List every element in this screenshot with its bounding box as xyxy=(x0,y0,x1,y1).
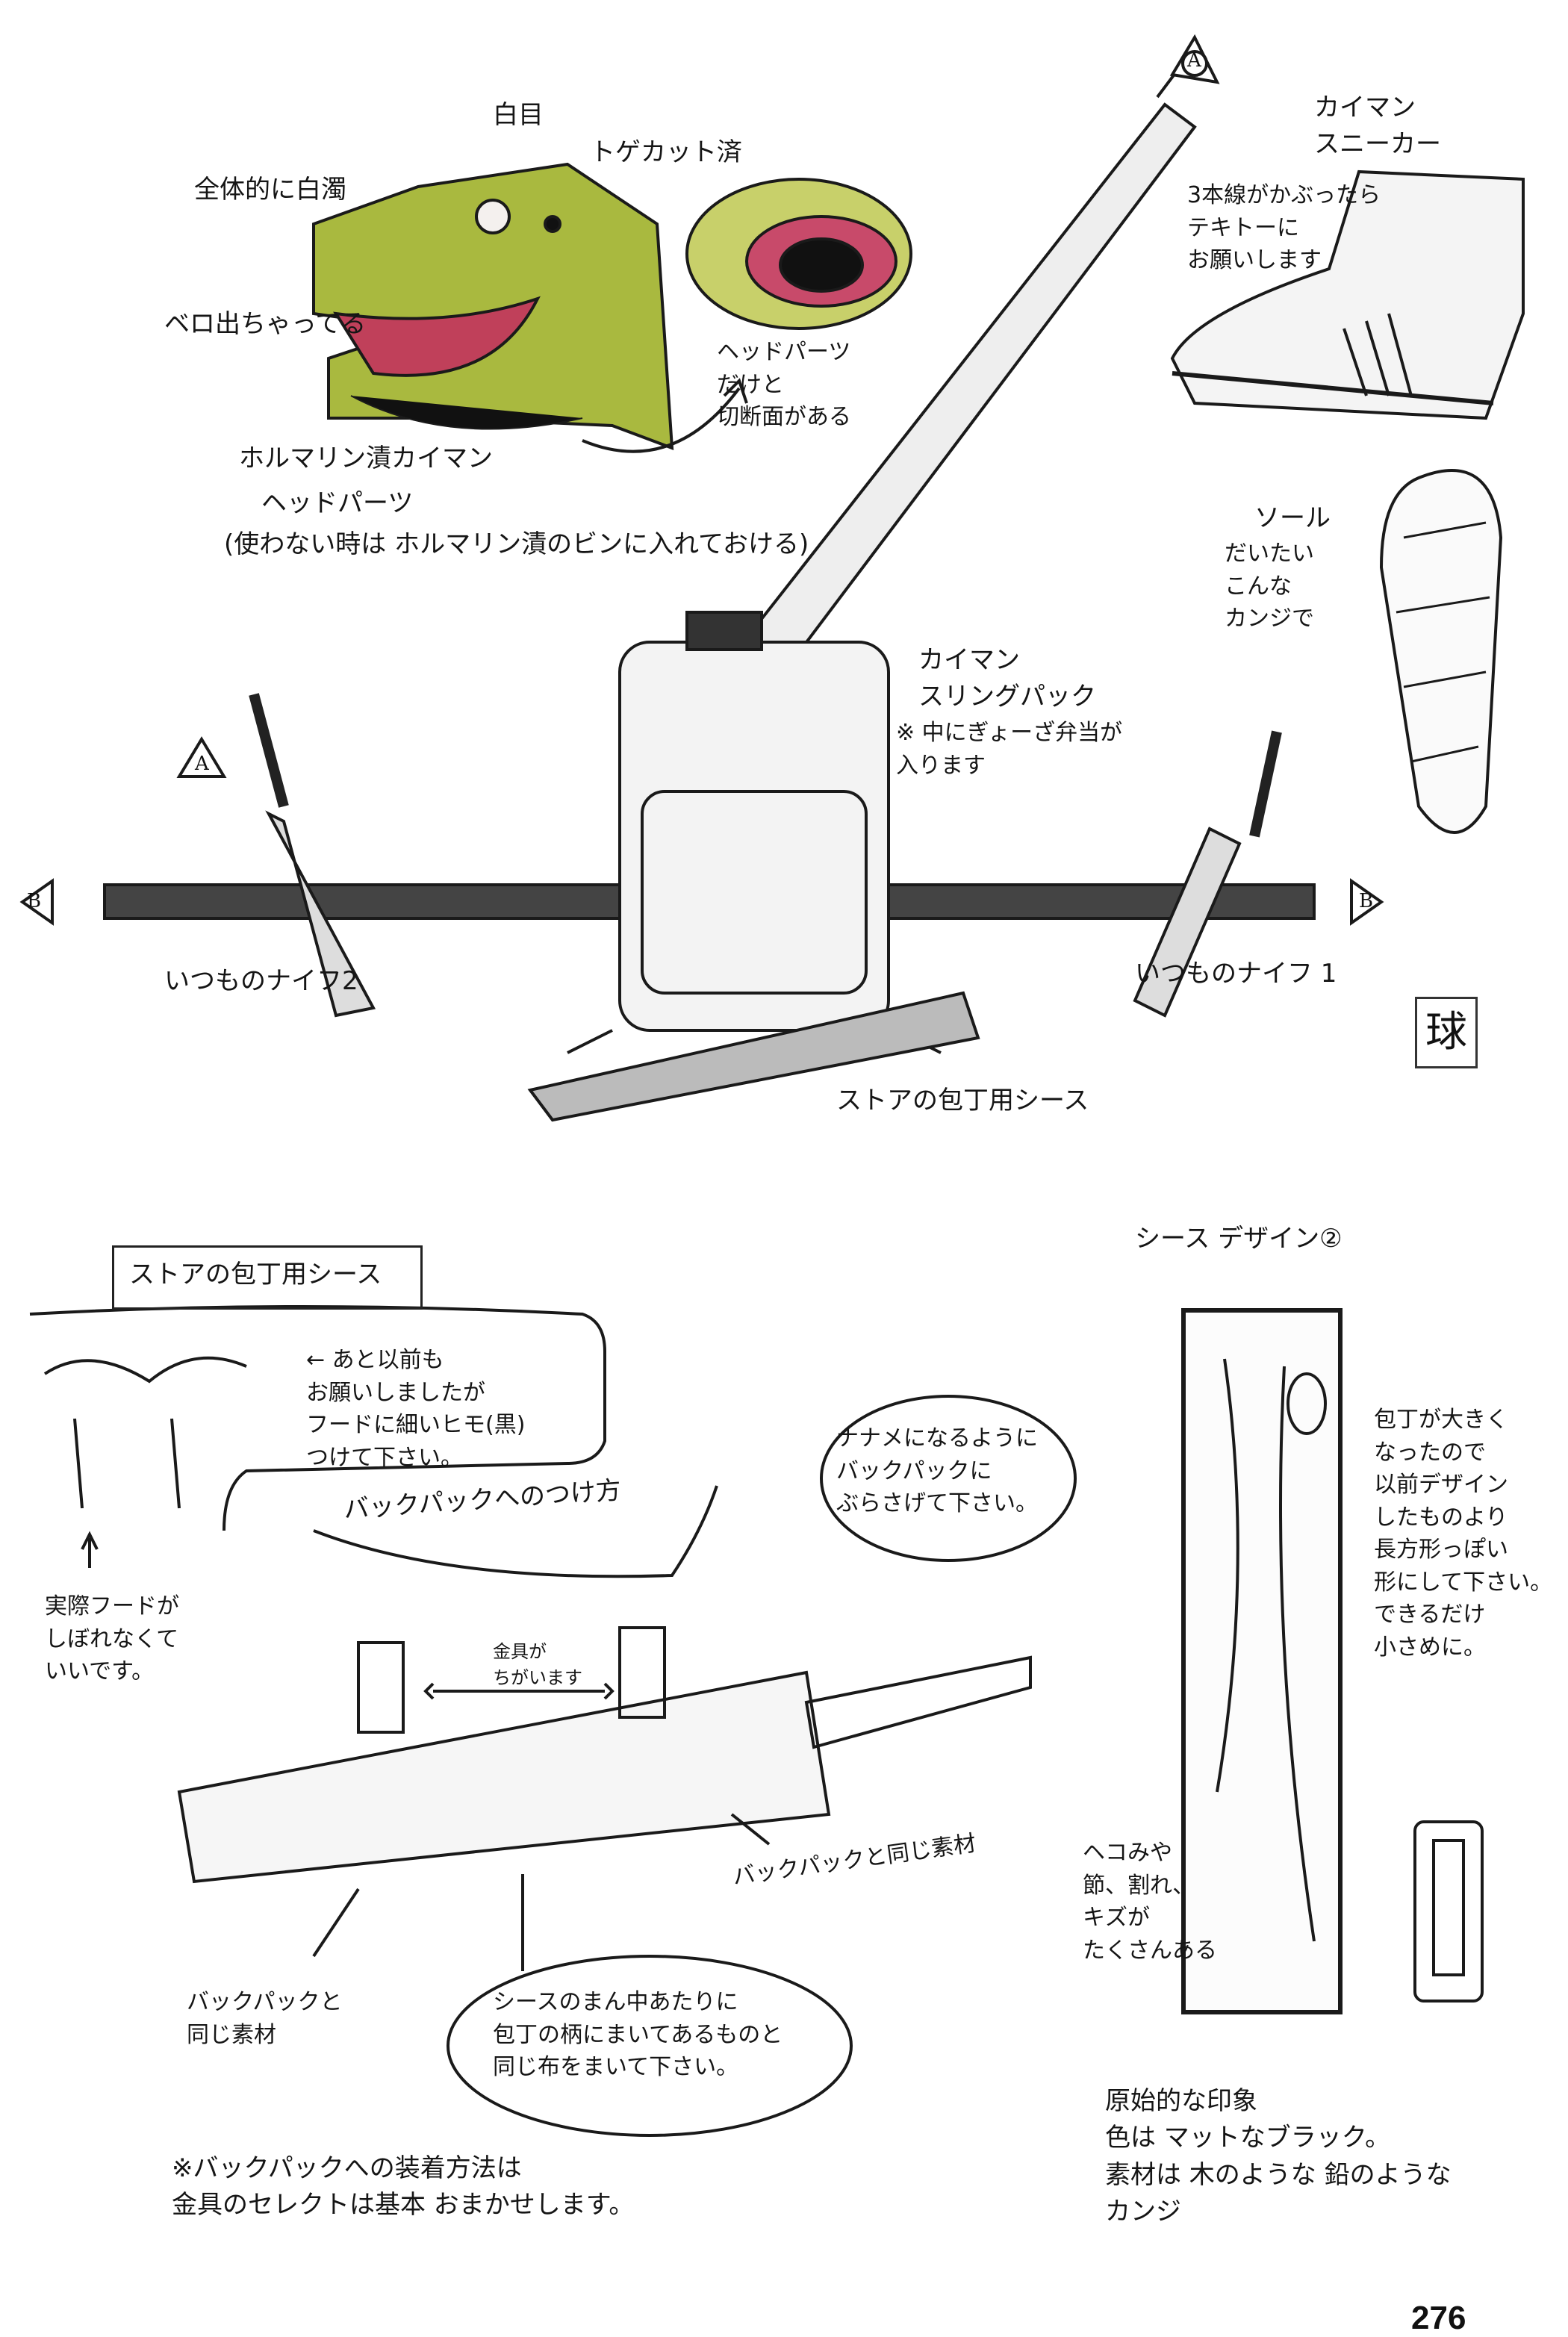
sling-pack-note: ※ 中にぎょーざ弁当が 入ります xyxy=(896,720,1123,779)
artist-seal: 球 xyxy=(1415,997,1478,1068)
caiman-sneaker-drawing xyxy=(1170,169,1525,420)
label-cloudy: 全体的に白濁 xyxy=(194,175,346,205)
sheath-design-2-title: シース デザイン② xyxy=(1135,1224,1343,1254)
sheath-design-2-request: 包丁が大きく なったので 以前デザイン したものより 長方形っぽい 形にして下さ… xyxy=(1374,1407,1553,1661)
knife-1-drawing xyxy=(1133,730,1282,1018)
sneaker-sole-drawing xyxy=(1379,469,1503,834)
knife-2-drawing xyxy=(249,693,376,1018)
hood-ok-note: 実際フードが しぼれなくて いいです。 xyxy=(45,1593,179,1684)
sole-note: だいたい こんな カンジで xyxy=(1225,541,1314,632)
sneaker-note: 3本線がかぶったら テキトーに お願いします xyxy=(1187,182,1381,273)
marker-b-left: B xyxy=(27,890,42,912)
sheath-cross-section-drawing xyxy=(1413,1820,1484,2003)
knife-2-label: いつものナイフ2 xyxy=(164,966,358,996)
note-bubble-outline xyxy=(29,1305,606,1531)
marker-a-top: A xyxy=(1187,49,1201,72)
store-sheath-bottom-drawing xyxy=(177,1626,1032,1884)
store-sheath-title: ストアの包丁用シース xyxy=(129,1260,382,1289)
wrap-note-bubble xyxy=(447,1955,853,2137)
store-sheath-top-drawing xyxy=(527,991,980,1122)
attach-method-note: ※バックパックへの装着方法は 金具のセレクトは基本 おまかせします。 xyxy=(172,2153,635,2221)
hardware-diff-note: 金具が ちがいます xyxy=(493,1641,582,1688)
sling-backpack-drawing xyxy=(567,611,942,1054)
sheath-design-2-drawing xyxy=(1181,1308,1343,2014)
same-material-left: バックパックと 同じ素材 xyxy=(187,1989,343,2048)
caiman-head-subtitle: ヘッドパーツ xyxy=(261,488,414,518)
sling-pack-title: カイマン スリングパック xyxy=(918,645,1096,712)
knife-1-label: いつものナイフ 1 xyxy=(1135,959,1337,989)
caiman-head-title: ホルマリン漬カイマン xyxy=(239,444,493,473)
damage-note: ヘコみや 節、割れ、 キズが たくさんある xyxy=(1083,1840,1217,1964)
hood-note: ← あと以前も お願いしましたが フードに細いヒモ(黒) つけて下さい。 xyxy=(306,1347,526,1471)
marker-b-right: B xyxy=(1359,890,1374,912)
marker-a-left: A xyxy=(195,753,209,775)
arrow-marker-a-top xyxy=(1169,34,1220,84)
leader-arrows xyxy=(312,1813,771,1971)
hood-drawing xyxy=(43,1356,247,1568)
attach-bubble-outline xyxy=(313,1485,718,1578)
label-cross-section: ヘッドパーツ だけと 切断面がある xyxy=(717,339,851,430)
sole-label: ソール xyxy=(1254,503,1331,533)
impression-note: 原始的な印象 色は マットなブラック。 素材は 木のような 鉛のような カンジ xyxy=(1105,2086,1452,2226)
label-white-eye: 白目 xyxy=(493,100,544,130)
caiman-head-note: (使わない時は ホルマリン漬のビンに入れておける) xyxy=(224,529,809,559)
caiman-head-cross-section-drawing xyxy=(582,178,912,453)
store-sheath-title-box: ストアの包丁用シース xyxy=(112,1245,423,1310)
sheath-cross-section-inner xyxy=(1432,1839,1465,1976)
sheath-label: ストアの包丁用シース xyxy=(836,1086,1089,1115)
label-tongue: ベロ出ちゃってる xyxy=(164,309,367,339)
page-number: 276 xyxy=(1411,2300,1466,2336)
arrow-marker-a-left xyxy=(176,736,227,778)
wrap-note: シースのまん中あたりに 包丁の柄にまいてあるものと 同じ布をまいて下さい。 xyxy=(493,1989,783,2080)
sneaker-title: カイマン スニーカー xyxy=(1314,93,1441,160)
belt-drawing xyxy=(19,878,1384,926)
label-spikes-cut: トゲカット済 xyxy=(590,137,742,167)
caiman-head-drawing xyxy=(312,162,674,450)
diagonal-note-bubble xyxy=(820,1395,1077,1562)
diagonal-note: ナナメになるように バックパックに ぶらさげて下さい。 xyxy=(836,1425,1038,1516)
